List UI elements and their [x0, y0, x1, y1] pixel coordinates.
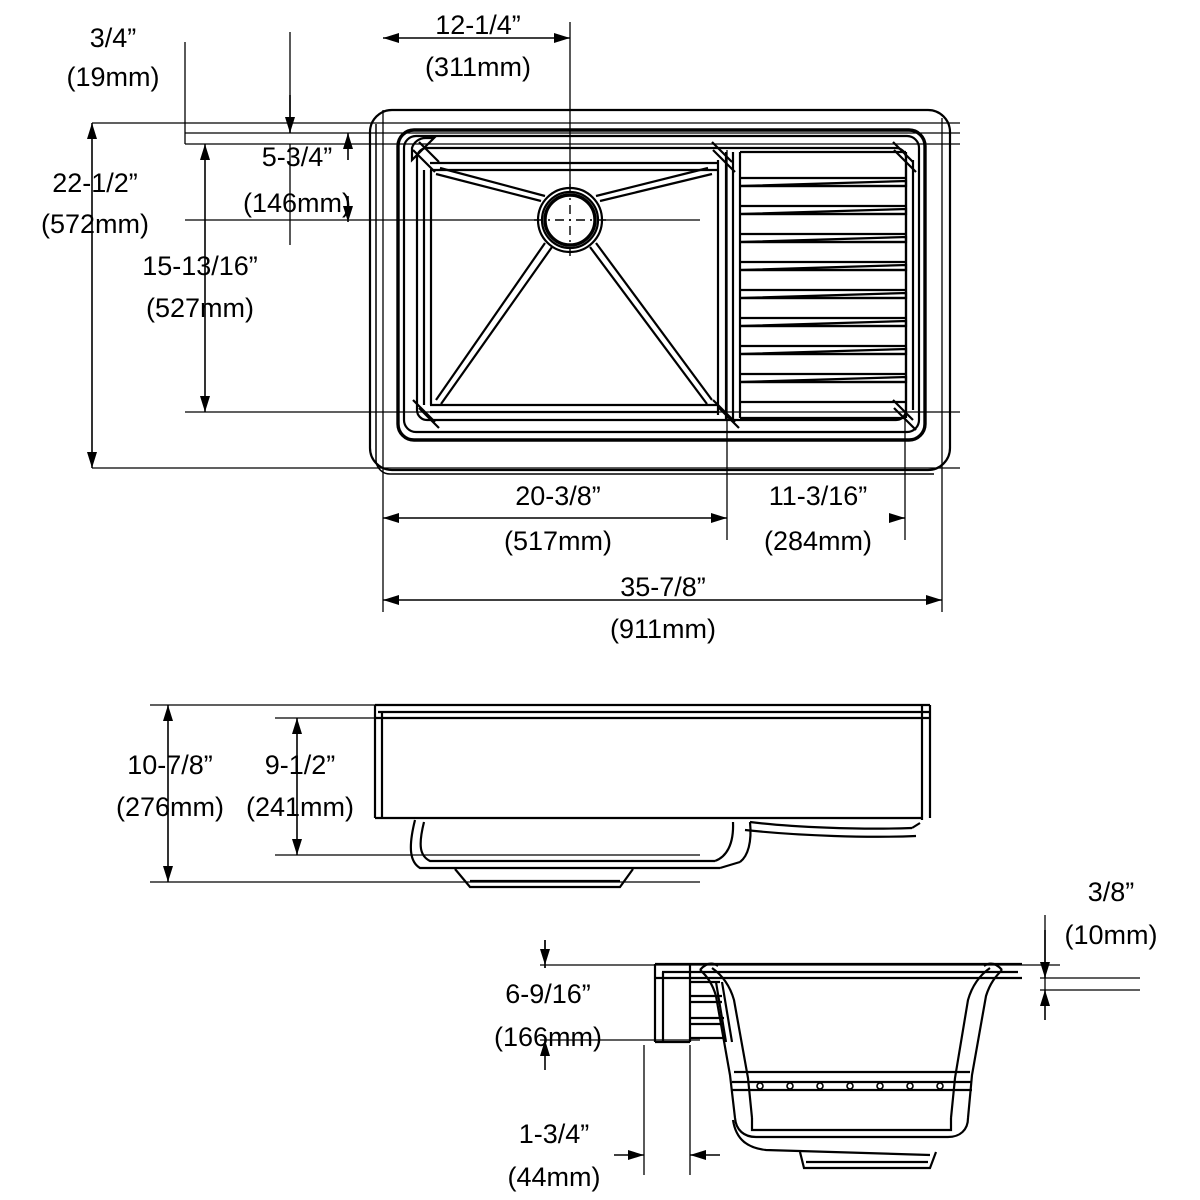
- front-view-dimension-arrows: [163, 705, 302, 882]
- dim-ledge-width-metric: (44mm): [508, 1162, 601, 1192]
- basin-inner-edges: [422, 152, 735, 420]
- dim-drain-offset-top-metric: (146mm): [243, 188, 351, 218]
- top-view-dimension-arrows: [87, 33, 942, 605]
- sink-deck-outline: [368, 108, 952, 475]
- side-section-view-group: [540, 915, 1140, 1175]
- dim-overall-width-imperial: 35-7/8”: [620, 572, 706, 602]
- dim-overall-width-metric: (911mm): [610, 614, 716, 644]
- dim-bowl-width-metric: (517mm): [504, 526, 612, 556]
- dim-drain-offset-left-metric: (311mm): [425, 52, 531, 82]
- dim-label-overall-depth: 22-1/2” (572mm): [41, 168, 149, 239]
- sink-side-section-body: [653, 962, 1022, 1170]
- dim-label-drain-offset-top: 5-3/4” (146mm): [243, 142, 351, 218]
- dim-label-ledge-width: 1-3/4” (44mm): [508, 1119, 601, 1192]
- section-dimension-arrows: [540, 930, 1050, 1160]
- dim-label-rim-thickness-section: 3/8” (10mm): [1065, 877, 1158, 950]
- dim-label-bowl-width: 20-3/8” (517mm): [504, 481, 612, 556]
- front-elevation-view-group: [150, 703, 932, 889]
- top-view-group: [87, 22, 960, 612]
- dim-drain-offset-left-imperial: 12-1/4”: [435, 10, 521, 40]
- dim-bowl-width-imperial: 20-3/8”: [515, 481, 601, 511]
- sink-basin-rim: [396, 128, 927, 442]
- dim-label-drainboard-width: 11-3/16” (284mm): [764, 481, 872, 556]
- dim-label-drain-offset-left: 12-1/4” (311mm): [425, 10, 531, 82]
- dim-drain-offset-top-imperial: 5-3/4”: [262, 142, 333, 172]
- dim-section-height-imperial: 6-9/16”: [505, 979, 591, 1009]
- dim-label-section-height: 6-9/16” (166mm): [494, 979, 602, 1052]
- dim-drainboard-width-imperial: 11-3/16”: [769, 481, 868, 511]
- dim-ledge-width-imperial: 1-3/4”: [519, 1119, 590, 1149]
- dim-label-overall-height: 10-7/8” (276mm): [116, 750, 224, 822]
- dim-label-bowl-depth: 15-13/16” (527mm): [142, 251, 258, 323]
- basin-corner-gussets: [410, 136, 917, 431]
- dim-overall-depth-metric: (572mm): [41, 209, 149, 239]
- drain-hole: [534, 184, 606, 256]
- basin-drain-ribs: [435, 166, 713, 405]
- dim-rim-thickness-section-imperial: 3/8”: [1088, 877, 1135, 907]
- dim-bowl-height-metric: (241mm): [246, 792, 354, 822]
- dim-section-height-metric: (166mm): [494, 1022, 602, 1052]
- dim-bowl-depth-imperial: 15-13/16”: [142, 251, 258, 281]
- dim-rim-thickness-top-metric: (19mm): [67, 62, 160, 92]
- dim-label-rim-thickness-top: 3/4” (19mm): [67, 23, 160, 92]
- dim-drainboard-width-metric: (284mm): [764, 526, 872, 556]
- dim-overall-height-metric: (276mm): [116, 792, 224, 822]
- dim-overall-height-imperial: 10-7/8”: [127, 750, 213, 780]
- dim-bowl-height-imperial: 9-1/2”: [265, 750, 336, 780]
- dim-overall-depth-imperial: 22-1/2”: [52, 168, 138, 198]
- dim-rim-thickness-section-metric: (10mm): [1065, 920, 1158, 950]
- dim-label-overall-width: 35-7/8” (911mm): [610, 572, 716, 644]
- sink-front-elevation-body: [373, 703, 932, 889]
- dim-bowl-depth-metric: (527mm): [146, 293, 254, 323]
- dim-label-bowl-height: 9-1/2” (241mm): [246, 750, 354, 822]
- dim-rim-thickness-top-imperial: 3/4”: [90, 23, 137, 53]
- drainboard-ribs: [738, 150, 915, 420]
